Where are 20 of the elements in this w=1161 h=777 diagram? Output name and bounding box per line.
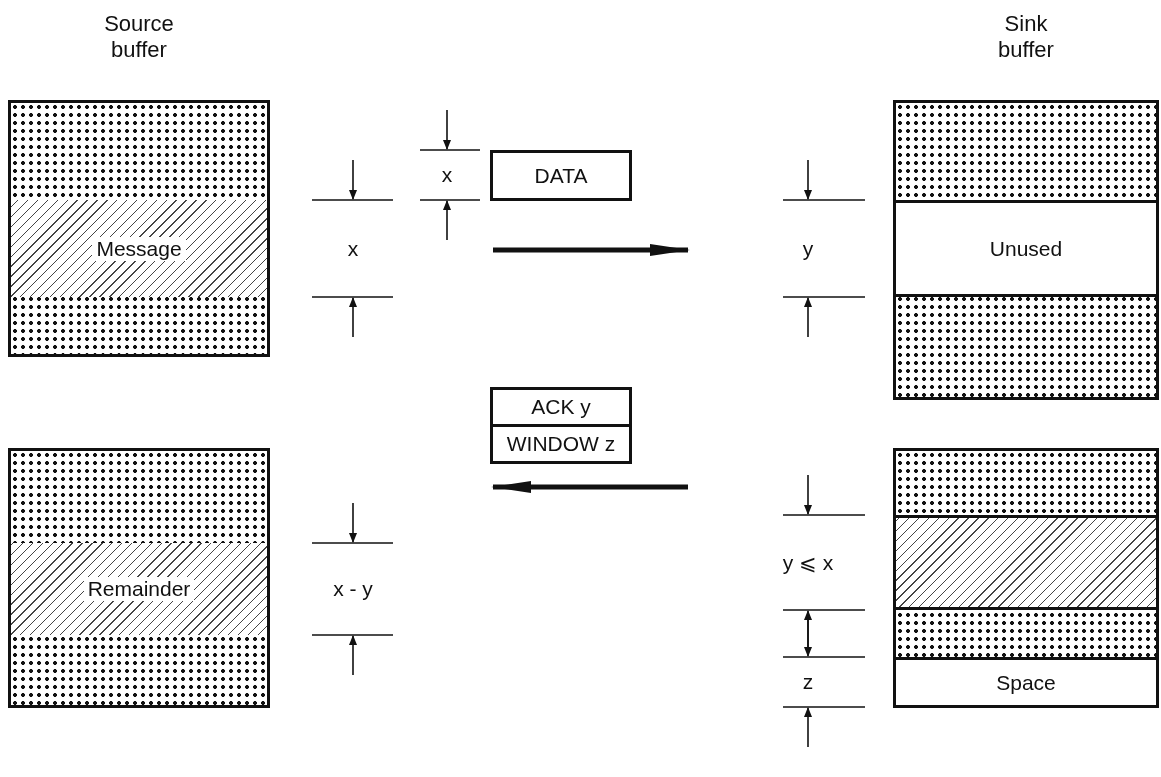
hatched-band [896, 515, 1156, 610]
hatched-band [11, 200, 267, 297]
empty-band: Unused [896, 200, 1156, 297]
dimension-label: y ⩽ x [782, 550, 834, 575]
packet-box: DATA [490, 150, 632, 201]
dimension-label: x [441, 163, 453, 187]
buffer-box [893, 448, 1159, 708]
buffer-heading: Sink buffer [997, 11, 1055, 63]
buffer-heading: Source buffer [103, 11, 175, 63]
hatched-band [11, 543, 267, 635]
band-label: Message [92, 236, 186, 261]
packet-box: ACK y [490, 387, 632, 427]
dimension-label: x - y [333, 577, 373, 601]
band-label: Remainder [83, 577, 195, 601]
dimension-label: y [802, 236, 814, 261]
dimension-label: x [347, 236, 359, 261]
packet-box: WINDOW z [490, 424, 632, 464]
free-space-band: Space [896, 657, 1156, 705]
dimension-label: z [802, 670, 814, 694]
buffer-box [8, 448, 270, 708]
